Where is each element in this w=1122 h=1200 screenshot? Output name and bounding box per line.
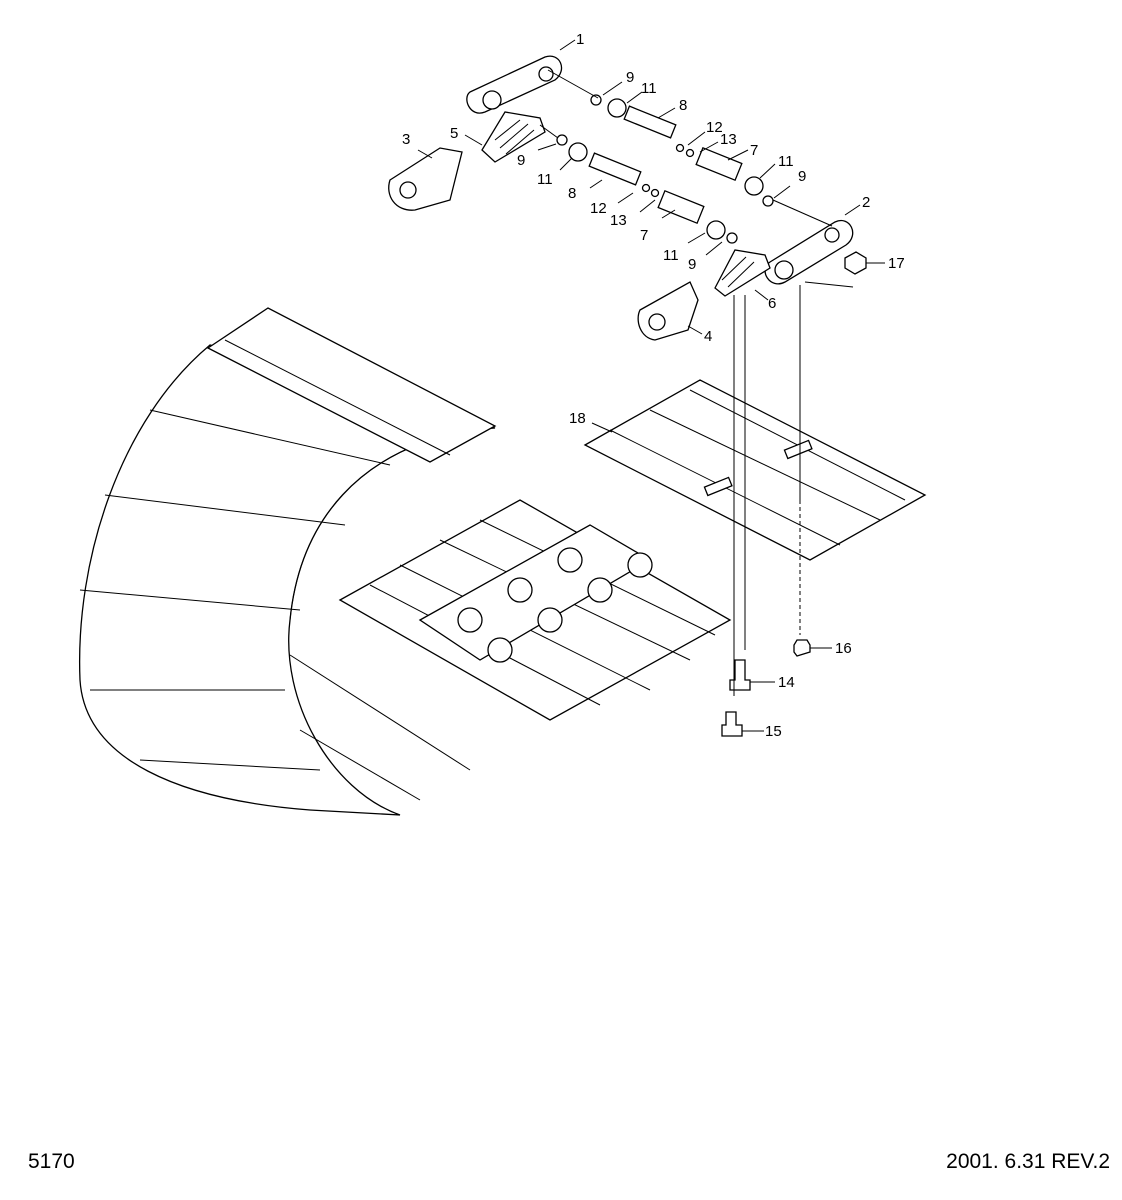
callout-label-15: 11 [641, 80, 657, 97]
track-shoe-18 [583, 379, 927, 561]
page-number: 5170 [28, 1150, 75, 1173]
callout-leaders [417, 39, 885, 732]
callout-label-24: 15 [765, 723, 782, 740]
callout-label-11: 9 [626, 69, 634, 86]
callout-label-22: 13 [610, 212, 627, 229]
callout-label-25: 16 [835, 640, 852, 657]
callout-label-17: 11 [778, 153, 794, 170]
assembled-track-section [338, 499, 732, 721]
callout-label-19: 12 [706, 119, 723, 136]
callout-label-4: 4 [704, 328, 712, 345]
callout-label-13: 9 [798, 168, 806, 185]
callout-label-12: 9 [517, 152, 525, 169]
callout-label-1: 1 [576, 31, 584, 48]
callout-label-21: 13 [720, 131, 737, 148]
callout-label-9: 8 [679, 97, 687, 114]
revision-label: 2001. 6.31 REV.2 [946, 1150, 1110, 1173]
callout-label-26: 17 [888, 255, 905, 272]
callout-label-27: 18 [569, 410, 586, 427]
callout-label-2: 2 [862, 194, 870, 211]
track-belt [78, 307, 497, 816]
callout-label-18: 11 [663, 247, 679, 264]
callout-label-14: 9 [688, 256, 696, 273]
callout-label-23: 14 [778, 674, 795, 691]
exploded-parts [388, 55, 867, 737]
callout-label-6: 6 [768, 295, 776, 312]
callout-label-16: 11 [537, 171, 553, 188]
callout-label-3: 3 [402, 131, 410, 148]
callout-label-20: 12 [590, 200, 607, 217]
callout-label-5: 5 [450, 125, 458, 142]
callout-label-7: 7 [750, 142, 758, 159]
callout-label-8: 7 [640, 227, 648, 244]
callout-label-10: 8 [568, 185, 576, 202]
